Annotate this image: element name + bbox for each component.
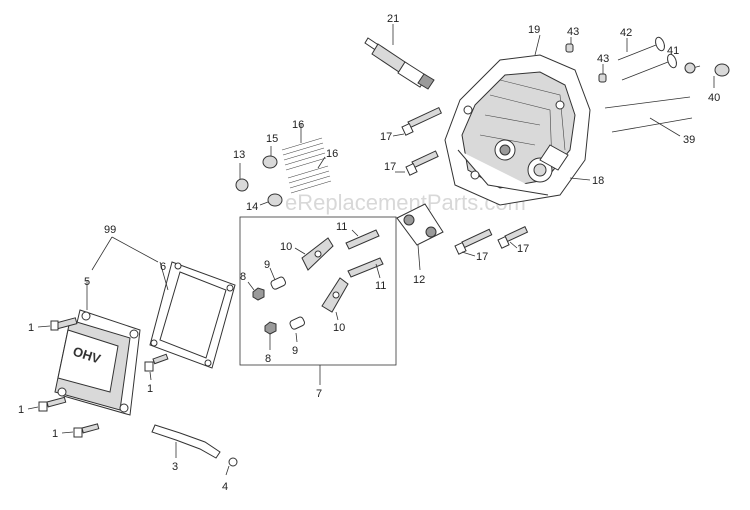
callout-11-b: 11 (375, 280, 386, 292)
head-bolt-mid[interactable] (405, 150, 439, 176)
spark-plug[interactable] (364, 37, 435, 90)
callout-17-c: 17 (476, 251, 488, 263)
callout-17-a: 17 (380, 131, 392, 143)
callout-1-a: 1 (28, 322, 34, 334)
callout-19: 19 (528, 24, 540, 36)
valve-cotter[interactable] (235, 178, 249, 192)
callout-10-b: 10 (333, 322, 345, 334)
push-rods[interactable] (604, 96, 693, 133)
pivot-bolt-lower[interactable] (289, 316, 306, 330)
callout-43-top: 43 (567, 26, 579, 38)
callout-3: 3 (172, 461, 178, 473)
callout-14: 14 (246, 201, 258, 213)
callout-5: 5 (84, 276, 90, 288)
callout-6: 6 (160, 261, 166, 273)
pivot-nut-lower[interactable] (264, 321, 277, 335)
cover-bolt-upper-left[interactable] (50, 317, 78, 331)
callout-17-b: 17 (384, 161, 396, 173)
callout-1-c: 1 (18, 404, 24, 416)
callout-17-d: 17 (517, 243, 529, 255)
callout-10-a: 10 (280, 241, 292, 253)
callout-18: 18 (592, 175, 604, 187)
callout-40: 40 (708, 92, 720, 104)
callout-9-b: 9 (292, 345, 298, 357)
valve-seal-cap-top[interactable] (565, 43, 574, 53)
callout-42: 42 (620, 27, 632, 39)
callout-8-b: 8 (265, 353, 271, 365)
rocker-stud-lower[interactable] (347, 257, 384, 278)
cylinder-head[interactable] (444, 54, 591, 206)
callout-12: 12 (413, 274, 425, 286)
cover-bolt-left[interactable] (38, 396, 67, 412)
head-gasket-plate[interactable] (396, 203, 444, 246)
callout-13: 13 (233, 149, 245, 161)
callout-43-mid: 43 (597, 53, 609, 65)
callout-9-a: 9 (264, 259, 270, 271)
spring-retainer[interactable] (262, 155, 278, 169)
callout-11-a: 11 (336, 221, 347, 233)
callout-16-b: 16 (326, 148, 338, 160)
callout-1-d: 1 (52, 428, 58, 440)
valve-seal-cap-mid[interactable] (598, 73, 607, 83)
callout-15: 15 (266, 133, 278, 145)
callout-21: 21 (387, 13, 399, 25)
head-bolt-lower-right[interactable] (497, 226, 529, 249)
rocker-stud-upper[interactable] (345, 229, 380, 250)
rocker-arm-upper[interactable] (301, 237, 334, 271)
callout-16-a: 16 (292, 119, 304, 131)
rocker-arm-assembly-box (239, 216, 397, 366)
breather-tube[interactable] (151, 424, 221, 459)
hose-clamp[interactable] (228, 457, 238, 467)
callout-4: 4 (222, 481, 228, 493)
valve-spring-lower[interactable] (287, 165, 332, 194)
pivot-bolt-upper[interactable] (270, 276, 287, 290)
cover-bolt-bottom[interactable] (73, 423, 100, 438)
callout-39: 39 (683, 134, 695, 146)
valve-intake[interactable] (621, 53, 678, 81)
valve-spring-upper[interactable] (281, 137, 327, 171)
callout-7: 7 (316, 388, 322, 400)
valve-cover[interactable]: OHV (54, 309, 141, 416)
callout-1-b: 1 (147, 383, 153, 395)
rocker-arm-lower[interactable] (321, 277, 349, 313)
callout-41: 41 (667, 45, 679, 57)
valve-cover-gasket[interactable] (149, 261, 236, 369)
spring-seat[interactable] (267, 193, 283, 207)
callout-99: 99 (104, 224, 116, 236)
cover-bolt-right[interactable] (144, 353, 169, 372)
valve-retainer[interactable] (684, 62, 730, 77)
valve-exhaust[interactable] (617, 36, 666, 61)
head-bolt-upper[interactable] (401, 106, 443, 136)
callout-8-a: 8 (240, 271, 246, 283)
pivot-nut-upper[interactable] (252, 287, 265, 301)
